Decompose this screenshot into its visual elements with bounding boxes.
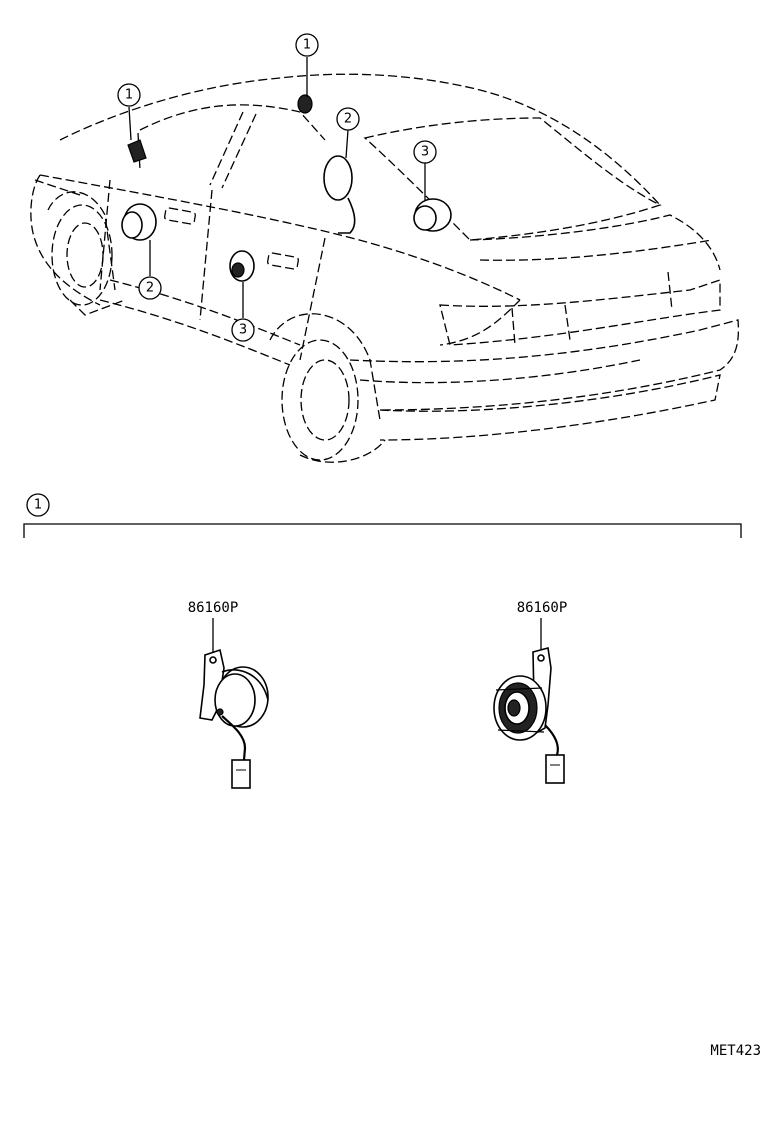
tweeter-icon <box>199 648 269 761</box>
callout-2: 2 <box>146 281 154 296</box>
section-callout: 1 <box>34 498 42 513</box>
callout-3: 3 <box>421 145 429 160</box>
speaker-icon <box>413 198 452 232</box>
speaker-icon <box>323 155 356 234</box>
diagram-code: MET423 <box>710 1043 761 1059</box>
tweeter-icon <box>493 646 559 756</box>
connector-icon <box>545 754 565 784</box>
section-header: 1 <box>23 493 742 538</box>
speaker-icon <box>121 203 157 241</box>
speaker-icon <box>229 250 255 282</box>
car-outline <box>30 73 740 463</box>
tweeter-icon <box>127 139 147 163</box>
car-callouts: 1 1 2 2 3 3 <box>117 33 437 342</box>
callout-1: 1 <box>125 88 133 103</box>
car-speakers <box>121 94 452 282</box>
part-right: 86160P <box>493 600 568 784</box>
tweeter-icon <box>297 94 313 114</box>
callout-2: 2 <box>344 112 352 127</box>
part-left: 86160P <box>188 600 269 789</box>
callout-3: 3 <box>239 323 247 338</box>
callout-1: 1 <box>303 38 311 53</box>
part-number-label: 86160P <box>188 600 239 616</box>
connector-icon <box>231 759 251 789</box>
part-number-label: 86160P <box>517 600 568 616</box>
